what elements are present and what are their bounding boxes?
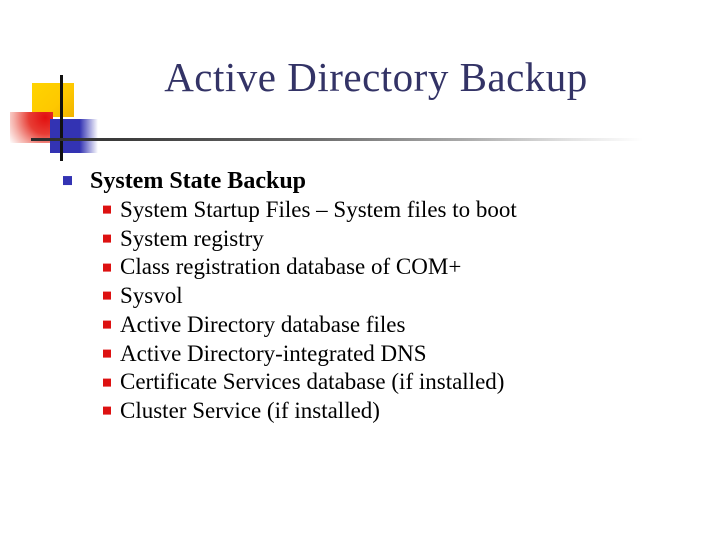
- list-item-level1: System State Backup: [0, 167, 720, 196]
- bullet-list: System State Backup System Startup Files…: [0, 167, 720, 426]
- list-item-text: Active Directory-integrated DNS: [120, 340, 427, 366]
- slide-title: Active Directory Backup: [164, 54, 588, 100]
- red-gradient-square: [10, 112, 53, 143]
- list-item: Cluster Service (if installed): [0, 397, 720, 426]
- list-item-text: System State Backup: [90, 168, 307, 194]
- list-item-text: Cluster Service (if installed): [120, 398, 380, 423]
- red-square-bullet-icon: [103, 406, 111, 415]
- red-square-bullet-icon: [103, 320, 111, 329]
- list-item-text: Active Directory database files: [120, 311, 406, 337]
- horizontal-gradient-rule: [31, 138, 643, 141]
- red-square-bullet-icon: [103, 378, 111, 387]
- list-item: Sysvol: [0, 282, 720, 311]
- red-square-bullet-icon: [103, 263, 111, 272]
- red-square-bullet-icon: [103, 291, 111, 300]
- list-item-text: Class registration database of COM+: [120, 254, 462, 280]
- blue-gradient-square: [50, 119, 98, 153]
- list-item-text: Sysvol: [120, 283, 183, 308]
- list-item-text: Certificate Services database (if instal…: [120, 369, 505, 395]
- vertical-crosshair-line: [60, 75, 63, 161]
- list-item: System registry: [0, 225, 720, 254]
- red-square-bullet-icon: [103, 234, 111, 243]
- red-square-bullet-icon: [103, 205, 111, 214]
- list-item: Active Directory database files: [0, 311, 720, 340]
- list-item: Certificate Services database (if instal…: [0, 368, 720, 397]
- list-item: Active Directory-integrated DNS: [0, 340, 720, 369]
- list-item: System Startup Files – System files to b…: [0, 196, 720, 225]
- blue-square-bullet-icon: [63, 176, 72, 186]
- list-item-text: System registry: [120, 225, 264, 251]
- yellow-square: [32, 83, 74, 117]
- red-square-bullet-icon: [103, 349, 111, 358]
- list-item: Class registration database of COM+: [0, 253, 720, 282]
- decorative-squares-motif: [0, 0, 720, 170]
- list-item-text: System Startup Files – System files to b…: [120, 196, 517, 222]
